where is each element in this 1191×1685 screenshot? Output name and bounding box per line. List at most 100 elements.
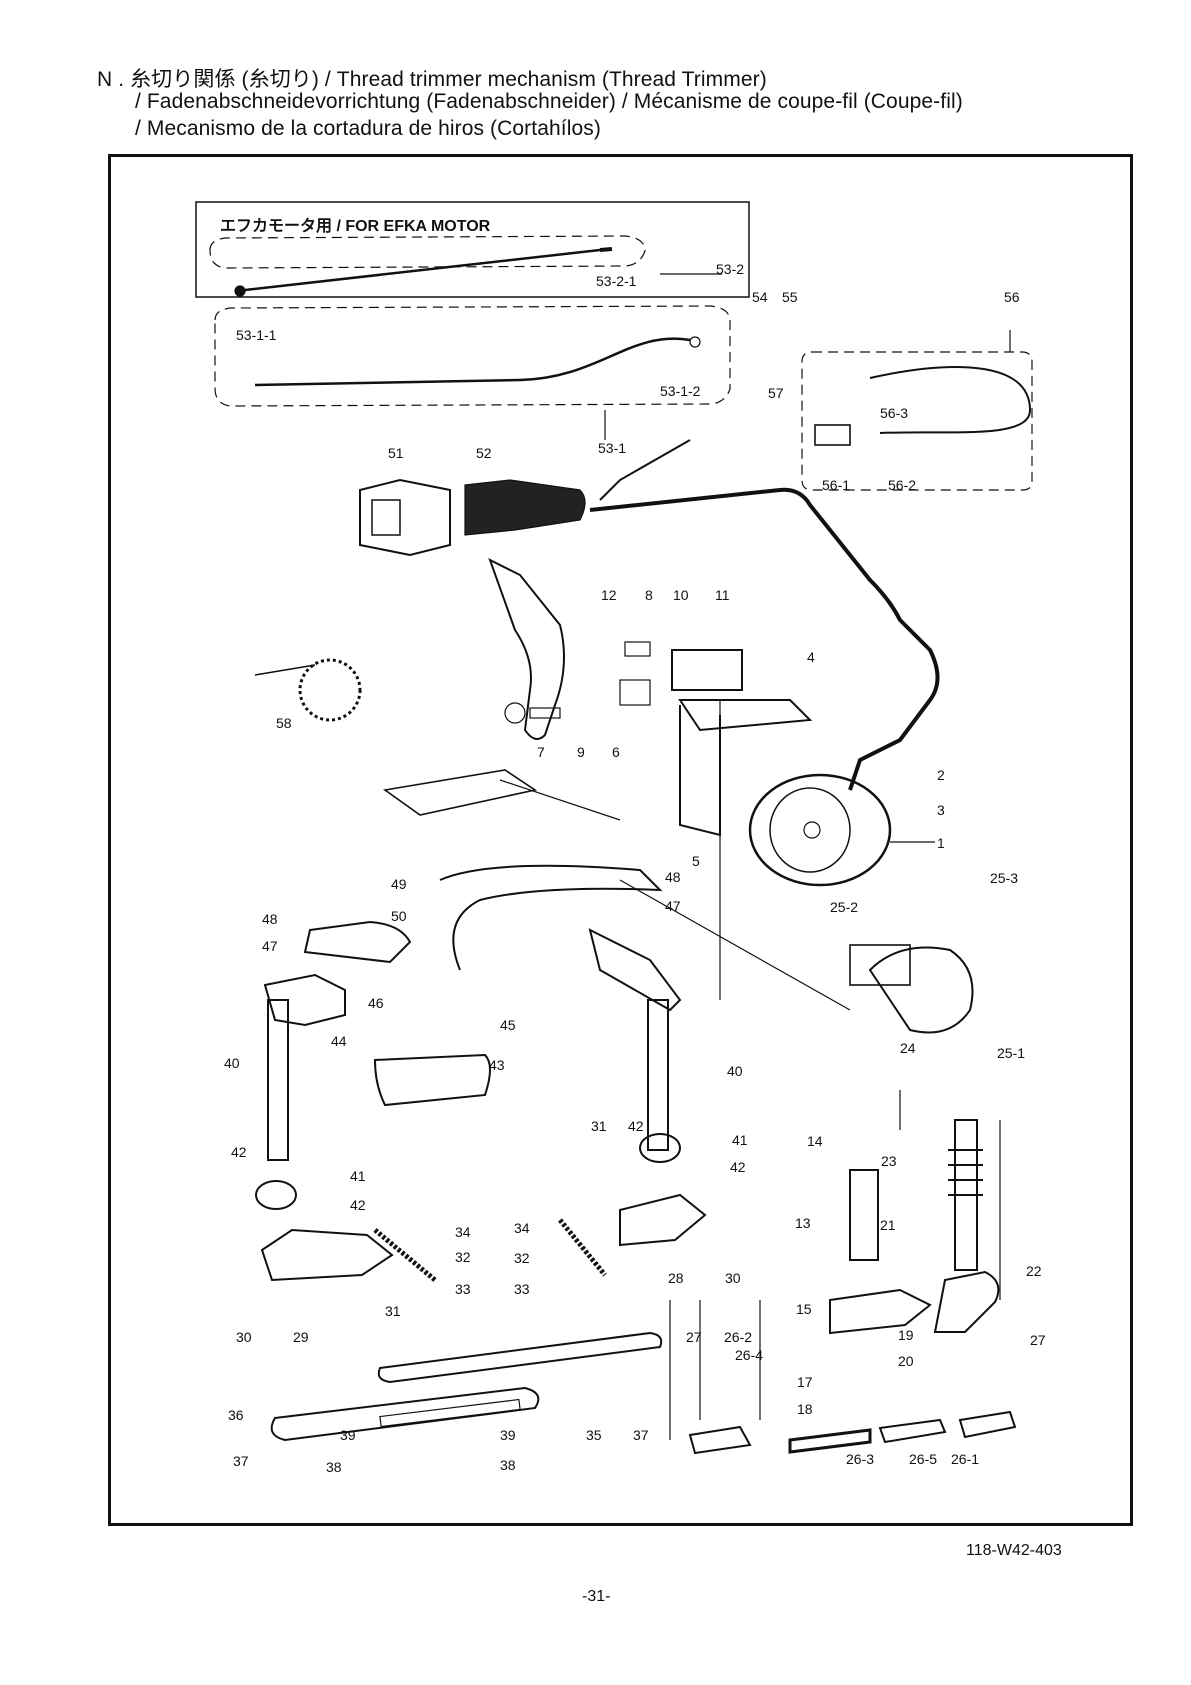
lever-40-right-top — [588, 928, 682, 1012]
part-label-33: 33 — [455, 1281, 471, 1297]
part-label-53-1-1: 53-1-1 — [236, 327, 277, 343]
chain-58 — [298, 658, 362, 722]
part-label-39: 39 — [500, 1427, 516, 1443]
part-label-44: 44 — [331, 1033, 347, 1049]
shaft-40-left — [267, 999, 289, 1161]
rod-end-26-1 — [958, 1410, 1017, 1439]
crank-19 — [933, 1270, 1000, 1333]
part-label-38: 38 — [326, 1459, 342, 1475]
spring-32-left — [373, 1228, 437, 1282]
plate-15 — [829, 1288, 932, 1335]
part-label-45: 45 — [500, 1017, 516, 1033]
part-label-23: 23 — [881, 1153, 897, 1169]
part-label-40: 40 — [224, 1055, 240, 1071]
rod-26-3 — [788, 1428, 872, 1454]
document-code: 118-W42-403 — [966, 1542, 1062, 1559]
part-label-49: 49 — [391, 876, 407, 892]
part-label-37: 37 — [233, 1453, 249, 1469]
cable-terminal-ring — [234, 285, 246, 297]
guide-13 — [849, 1169, 879, 1261]
part-label-25-2: 25-2 — [830, 899, 858, 915]
diagram-frame — [108, 154, 1133, 1526]
part-label-37: 37 — [633, 1427, 649, 1443]
part-label-50: 50 — [391, 908, 407, 924]
part-label-35: 35 — [586, 1427, 602, 1443]
cable-56 — [869, 366, 1032, 434]
part-label-42: 42 — [730, 1159, 746, 1175]
solenoid-1 — [748, 773, 892, 887]
part-label-3: 3 — [937, 802, 945, 818]
part-label-56-2: 56-2 — [888, 477, 916, 493]
part-label-56: 56 — [1004, 289, 1020, 305]
part-label-38: 38 — [500, 1457, 516, 1473]
part-label-27: 27 — [686, 1329, 702, 1345]
part-label-8: 8 — [645, 587, 653, 603]
part-label-25-3: 25-3 — [990, 870, 1018, 886]
cable-56-outline — [801, 351, 1033, 491]
part-label-42: 42 — [628, 1118, 644, 1134]
part-label-26-4: 26-4 — [735, 1347, 763, 1363]
bracket-4 — [678, 699, 813, 732]
collar-41-right — [639, 1133, 681, 1163]
part-label-34: 34 — [455, 1224, 471, 1240]
part-label-13: 13 — [795, 1215, 811, 1231]
part-label-53-1-2: 53-1-2 — [660, 383, 701, 399]
spring-32-right — [558, 1218, 607, 1277]
part-label-51: 51 — [388, 445, 404, 461]
part-label-42: 42 — [350, 1197, 366, 1213]
boot-52 — [464, 479, 586, 536]
part-label-29: 29 — [293, 1329, 309, 1345]
connector-51 — [359, 478, 451, 557]
part-label-56-3: 56-3 — [880, 405, 908, 421]
crank-29 — [260, 1228, 394, 1282]
cam-24 — [868, 946, 974, 1034]
part-label-34: 34 — [514, 1220, 530, 1236]
part-label-36: 36 — [228, 1407, 244, 1423]
part-label-1: 1 — [937, 835, 945, 851]
cable-53-2-outline — [209, 235, 646, 269]
part-label-7: 7 — [537, 744, 545, 760]
part-label-31: 31 — [591, 1118, 607, 1134]
part-label-10: 10 — [673, 587, 689, 603]
part-label-30: 30 — [236, 1329, 252, 1345]
part-label-55: 55 — [782, 289, 798, 305]
connector-56-1 — [814, 424, 851, 446]
throat-plate-part — [382, 769, 538, 816]
part-label-31: 31 — [385, 1303, 401, 1319]
part-label-11: 11 — [715, 587, 730, 603]
part-label-32: 32 — [514, 1250, 530, 1266]
part-label-6: 6 — [612, 744, 620, 760]
part-label-28: 28 — [668, 1270, 684, 1286]
part-label-57: 57 — [768, 385, 784, 401]
part-label-18: 18 — [797, 1401, 813, 1417]
part-label-9: 9 — [577, 744, 585, 760]
header-line-2: / Fadenabschneidevorrichtung (Fadenabsch… — [135, 90, 963, 113]
part-label-4: 4 — [807, 649, 815, 665]
cable-53-2 — [244, 248, 601, 292]
part-label-53-1: 53-1 — [598, 440, 626, 456]
knife-holder-43 — [373, 1053, 491, 1107]
adjuster-26-5 — [878, 1418, 947, 1444]
link-9 — [488, 557, 565, 740]
part-label-56-1: 56-1 — [822, 477, 850, 493]
spring-23 — [948, 1149, 983, 1196]
part-label-26-5: 26-5 — [909, 1451, 937, 1467]
part-label-58: 58 — [276, 715, 292, 731]
part-label-17: 17 — [797, 1374, 813, 1390]
lever-40-left-top — [263, 973, 346, 1027]
efka-box-title: エフカモータ用 / FOR EFKA MOTOR — [220, 217, 491, 235]
part-label-39: 39 — [340, 1427, 356, 1443]
header-line-1: N . 糸切り関係 (糸切り) / Thread trimmer mechani… — [97, 68, 767, 91]
part-label-12: 12 — [601, 587, 617, 603]
part-label-48: 48 — [262, 911, 278, 927]
part-label-27: 27 — [1030, 1332, 1046, 1348]
cable-53-1-outline — [214, 305, 731, 407]
cable-53-1 — [254, 337, 691, 387]
part-label-30: 30 — [725, 1270, 741, 1286]
part-label-26-2: 26-2 — [724, 1329, 752, 1345]
link-36 — [270, 1386, 540, 1442]
part-label-53-2-1: 53-2-1 — [596, 273, 637, 289]
part-label-25-1: 25-1 — [997, 1045, 1025, 1061]
